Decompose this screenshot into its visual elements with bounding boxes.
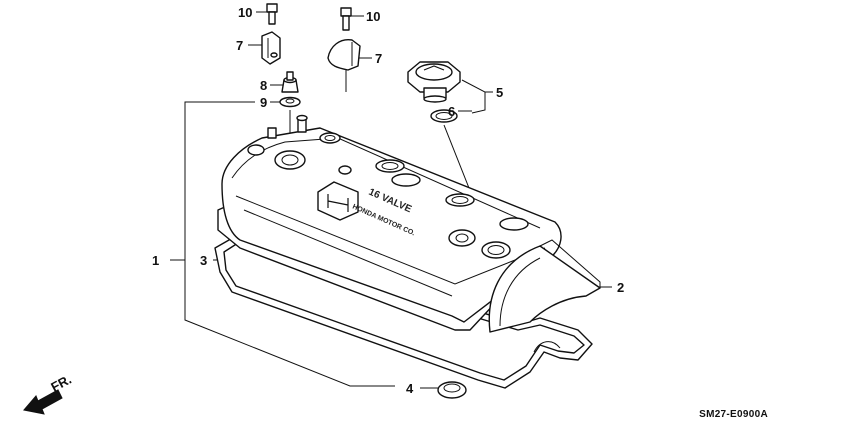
arrow-icon: [23, 389, 63, 415]
callout-7-left: 7: [236, 38, 243, 53]
bolt-right: [340, 7, 352, 31]
callout-3: 3: [200, 253, 207, 268]
callout-labels: 1 2 3 4 5 6 7 7 8 9 10 10: [152, 5, 624, 396]
callout-2: 2: [617, 280, 624, 295]
distributor-shroud: [488, 239, 601, 333]
cap-seal: [430, 109, 458, 123]
cap-nut: [281, 71, 299, 93]
callout-9: 9: [260, 95, 267, 110]
callout-6: 6: [448, 104, 455, 119]
bracket-left: [261, 31, 281, 65]
callout-8: 8: [260, 78, 267, 93]
diagram-code: SM27-E0900A: [699, 409, 768, 420]
callout-4: 4: [406, 381, 414, 396]
callout-5: 5: [496, 85, 503, 100]
grommet: [437, 381, 467, 399]
bracket-right: [327, 39, 361, 71]
callout-7-right: 7: [375, 51, 382, 66]
valve-cover: 16 VALVE HONDA MOTOR CO.: [217, 114, 562, 331]
callout-1: 1: [152, 253, 159, 268]
callout-10-left: 10: [238, 5, 252, 20]
bolt-left: [266, 3, 278, 25]
sealing-washer: [279, 96, 301, 108]
direction-label: FR.: [48, 372, 74, 395]
callout-10-right: 10: [366, 9, 380, 24]
front-direction-arrow: FR.: [23, 372, 74, 415]
oil-filler-cap: [407, 61, 461, 103]
